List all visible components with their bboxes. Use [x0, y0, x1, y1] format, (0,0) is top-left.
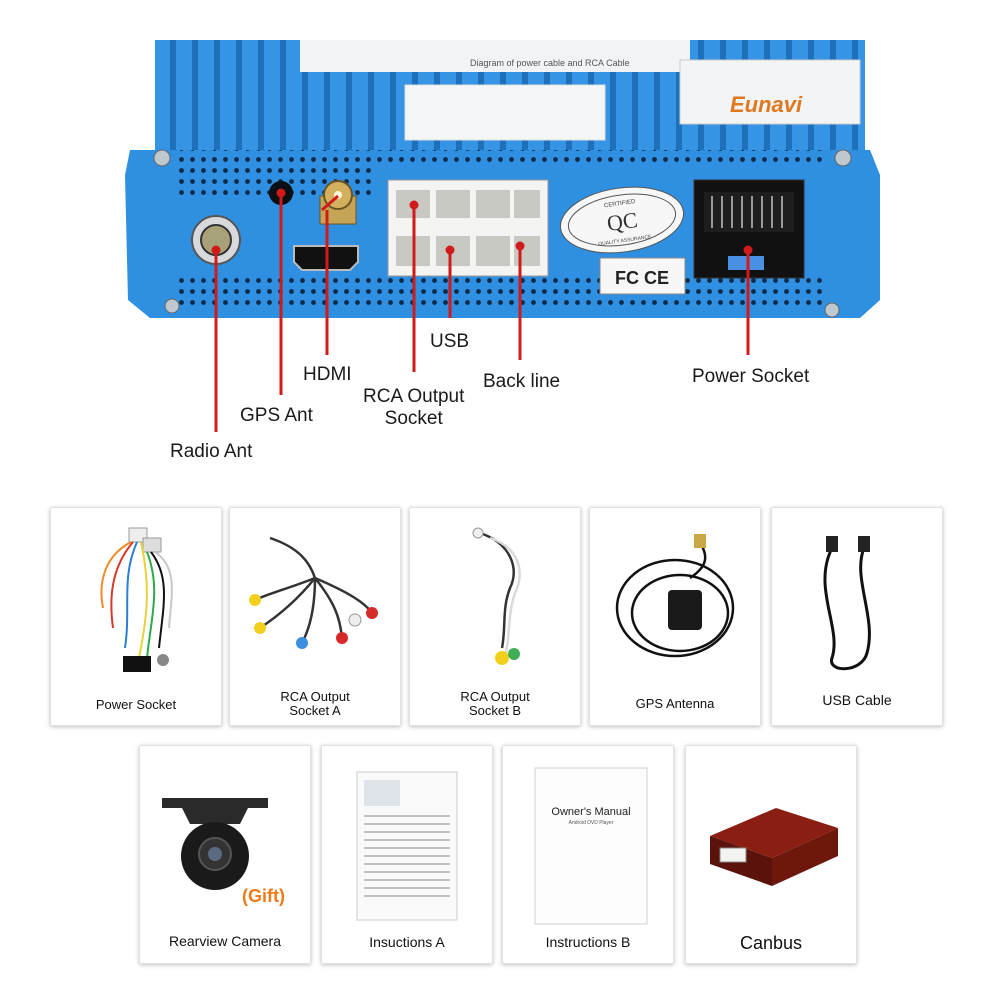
document-icon [356, 771, 458, 921]
callout-rca-output-line2: Socket [384, 408, 443, 429]
accessory-label-line2: Socket A [289, 703, 341, 718]
qc-stamp: QC [605, 207, 639, 236]
callout-hdmi: HDMI [303, 364, 352, 385]
cert-marks: FC CE [615, 268, 669, 288]
callout-rca-output-line1: RCA Output [363, 386, 465, 407]
accessory-card-rca-a: RCA Output Socket A [229, 507, 401, 726]
accessory-label-line1: RCA Output [460, 689, 530, 704]
label-title: Diagram of power cable and RCA Cable [470, 58, 630, 68]
callout-power-socket: Power Socket [692, 366, 810, 387]
accessory-label: USB Cable [822, 692, 892, 708]
accessory-card-rca-b: RCA Output Socket B [409, 507, 581, 726]
accessory-label-line2: Socket B [468, 703, 522, 718]
callout-rca-output: RCA Output Socket [363, 386, 464, 430]
manual-cover-subtitle: Android DVD Player [568, 820, 614, 826]
accessory-label: RCA Output Socket B [410, 690, 580, 718]
accessory-card-gps-antenna: GPS Antenna [589, 507, 761, 726]
callout-gps-ant: GPS Ant [240, 405, 313, 426]
accessory-label-line1: RCA Output [280, 689, 350, 704]
rca-cable-icon [472, 527, 521, 665]
accessory-card-canbus: Canbus [685, 745, 857, 964]
brand-logo: Eunavi [730, 92, 803, 117]
callout-usb: USB [430, 331, 470, 352]
gift-badge: (Gift) [242, 886, 285, 906]
device-illustration: Diagram of power cable and RCA Cable Eun… [125, 40, 880, 432]
accessory-label: Insuctions A [369, 934, 445, 950]
canbus-box-icon [710, 808, 838, 886]
wire-harness-icon [100, 527, 173, 672]
manual-icon [534, 767, 648, 925]
gps-antenna-icon [615, 534, 735, 658]
accessory-label: Instructions B [545, 934, 631, 950]
qc-ring-top: CERTIFIED [604, 199, 637, 209]
accessory-label: Rearview Camera [168, 933, 282, 949]
accessory-card-instructions-a: Insuctions A [321, 745, 493, 964]
device-rear-panel: Diagram of power cable and RCA Cable Eun… [0, 0, 1000, 470]
accessory-label: Power Socket [95, 697, 177, 712]
accessory-card-usb-cable: USB Cable [771, 507, 943, 726]
manual-cover-title: Owner's Manual [551, 806, 631, 818]
camera-icon [162, 798, 268, 890]
accessory-label: Canbus [739, 933, 803, 953]
accessory-card-rearview-camera: (Gift) Rearview Camera [139, 745, 311, 964]
callout-radio-ant: Radio Ant [170, 441, 253, 462]
accessory-card-instructions-b: Owner's Manual Android DVD Player Instru… [502, 745, 674, 964]
rca-cable-icon [249, 536, 378, 649]
accessory-label: RCA Output Socket A [230, 690, 400, 718]
accessory-card-power-socket: Power Socket [50, 507, 222, 726]
callout-back-line: Back line [483, 371, 561, 392]
usb-cable-icon [823, 536, 871, 671]
accessory-label: GPS Antenna [635, 696, 715, 711]
